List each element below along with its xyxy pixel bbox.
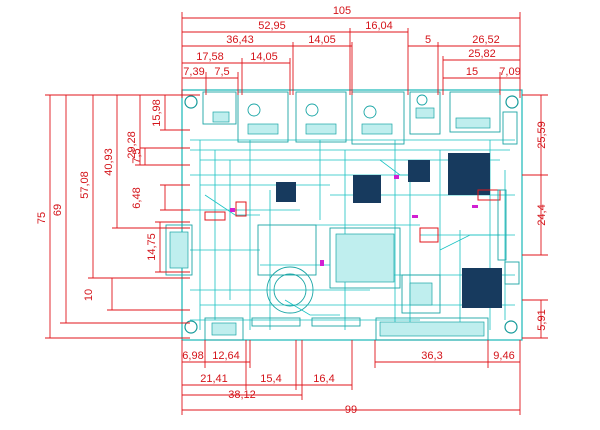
dim-top-12: 15 (466, 66, 478, 78)
dim-top-9: 14,05 (250, 51, 278, 63)
dim-top-6: 26,52 (472, 34, 500, 46)
dim-top-4: 14,05 (308, 34, 336, 46)
mounting-hole-top-left (184, 95, 198, 109)
dim-right-1: 24,4 (536, 204, 548, 225)
dim-top-7: 25,82 (468, 48, 496, 60)
dim-bottom-2: 21,41 (200, 373, 228, 385)
dimension-lines (45, 12, 548, 415)
dim-left-6: 7,5 (131, 148, 143, 163)
highlighted-pads (230, 175, 478, 266)
side-connector (497, 189, 507, 261)
dim-bottom-7: 9,46 (493, 350, 514, 362)
dimension-labels: 105 52,95 16,04 36,43 14,05 5 26,52 25,8… (36, 5, 548, 416)
marked-parts (204, 189, 501, 243)
dim-top-8: 17,58 (196, 51, 224, 63)
dim-bottom-4: 16,4 (313, 373, 334, 385)
pcb-traces (190, 139, 515, 330)
mounting-hole-top-right (505, 95, 519, 109)
dim-top-13: 7,09 (499, 66, 520, 78)
dim-top-10: 7,39 (183, 66, 204, 78)
battery-holder (266, 266, 314, 314)
dim-left-5: 15,98 (151, 99, 163, 127)
dim-right-0: 25,59 (536, 121, 548, 149)
dim-bottom-0: 6,98 (182, 350, 203, 362)
dim-left-4: 29,28 (126, 131, 138, 159)
top-connectors (202, 91, 501, 145)
mounting-hole-bottom-right (504, 320, 518, 334)
dim-top-11: 7,5 (214, 66, 229, 78)
dim-bottom-5: 38,12 (228, 389, 256, 401)
dim-left-8: 14,75 (146, 233, 158, 261)
dim-bottom-8: 99 (345, 404, 357, 416)
dim-bottom-1: 12,64 (212, 350, 240, 362)
dim-top-5: 5 (425, 34, 431, 46)
dim-left-7: 6,48 (131, 187, 143, 208)
mounting-hole-bottom-left (184, 320, 198, 334)
dim-bottom-6: 36,3 (421, 350, 442, 362)
dim-left-1: 69 (52, 204, 64, 216)
bottom-connectors (204, 317, 489, 341)
dim-bottom-3: 15,4 (260, 373, 281, 385)
left-connector (165, 224, 193, 276)
dim-top-3: 36,43 (226, 34, 254, 46)
dim-top-0: 105 (333, 5, 351, 17)
dim-right-2: 5,91 (536, 309, 548, 330)
dim-left-0: 75 (36, 212, 48, 224)
pcb-board (165, 89, 523, 341)
dim-left-3: 40,93 (103, 148, 115, 176)
chips (257, 153, 502, 314)
dim-left-2: 57,08 (79, 171, 91, 199)
dim-top-1: 52,95 (258, 20, 286, 32)
dim-left-9: 10 (83, 289, 95, 301)
dim-top-2: 16,04 (365, 20, 393, 32)
